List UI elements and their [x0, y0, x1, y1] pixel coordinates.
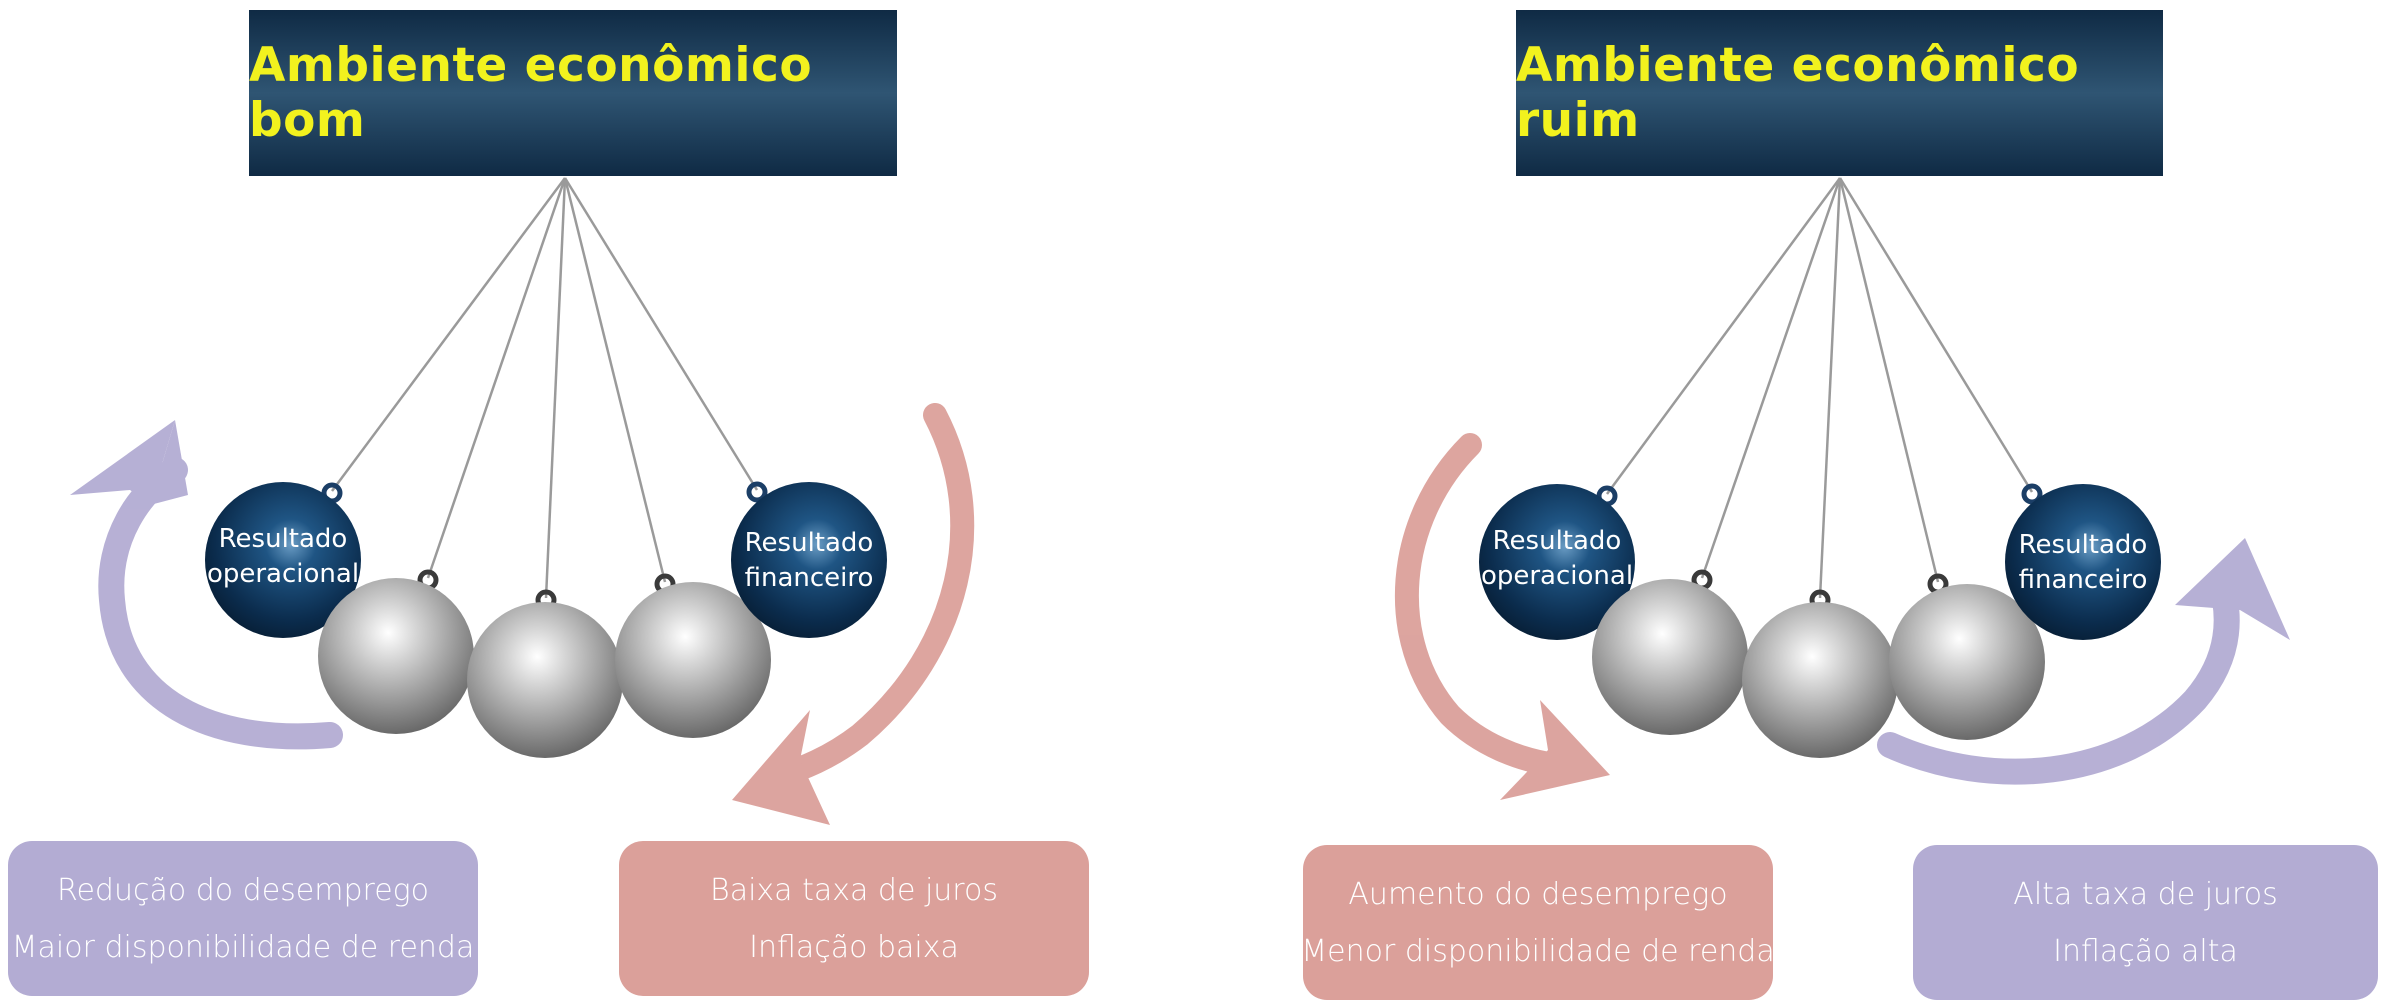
ball-financial-good — [731, 482, 887, 638]
box-bad-social-line1: Aumento do desemprego — [1348, 876, 1728, 912]
box-good-monetary: Baixa taxa de juros Inflação baixa — [619, 841, 1089, 996]
ball-silver — [1889, 584, 2045, 740]
box-bad-monetary-line2: Inflação alta — [2053, 933, 2238, 969]
ball-silver — [1592, 579, 1748, 735]
title-bad: Ambiente econômico ruim — [1516, 38, 2080, 148]
title-good: Ambiente econômico bom — [249, 38, 813, 148]
box-bad-monetary-line1: Alta taxa de juros — [2013, 876, 2278, 912]
hook-icon — [2021, 483, 2043, 505]
purple-arrow-up-good — [70, 420, 343, 750]
cradle-bad: Resultado operacional Resultado financei… — [1395, 177, 2290, 800]
ball-silver — [1742, 602, 1898, 758]
ball-operational-good — [205, 482, 361, 638]
strings-good — [330, 177, 759, 599]
box-good-social: Redução do desemprego Maior disponibilid… — [8, 841, 478, 996]
box-good-social-line1: Redução do desemprego — [56, 872, 430, 908]
box-bad-social-line2: Menor disponibilidade de renda — [1301, 933, 1775, 969]
cradle-good: Resultado operacional Resultado financei… — [70, 177, 975, 825]
ball-label-operational-1: Resultado — [1493, 526, 1622, 556]
purple-arrow-up-bad — [1877, 538, 2290, 785]
ball-label-operational-1: Resultado — [219, 524, 348, 554]
ball-label-financial-2: financeiro — [2019, 565, 2148, 595]
hook-icon — [746, 481, 768, 503]
box-good-social-line2: Maior disponibilidade de renda — [11, 929, 475, 965]
box-bad-social: Aumento do desemprego Menor disponibilid… — [1301, 845, 1775, 1000]
box-good-monetary-line2: Inflação baixa — [749, 929, 959, 965]
ball-label-financial-2: financeiro — [745, 563, 874, 593]
ball-silver — [615, 582, 771, 738]
ball-operational-bad — [1479, 484, 1635, 640]
title-box-bad: Ambiente econômico ruim — [1516, 10, 2163, 176]
pink-arrow-down-good — [732, 403, 975, 825]
ball-label-financial-1: Resultado — [2019, 530, 2148, 560]
ball-silver — [318, 578, 474, 734]
title-box-good: Ambiente econômico bom — [249, 10, 897, 176]
ball-financial-bad — [2005, 484, 2161, 640]
box-good-monetary-line1: Baixa taxa de juros — [710, 872, 998, 908]
ball-label-financial-1: Resultado — [745, 528, 874, 558]
ball-label-operational-2: operacional — [207, 559, 359, 589]
ball-label-operational-2: operacional — [1481, 561, 1633, 591]
pink-arrow-down-bad — [1395, 433, 1610, 800]
ball-silver — [467, 602, 623, 758]
strings-bad — [1605, 177, 2034, 599]
box-bad-monetary: Alta taxa de juros Inflação alta — [1913, 845, 2378, 1000]
